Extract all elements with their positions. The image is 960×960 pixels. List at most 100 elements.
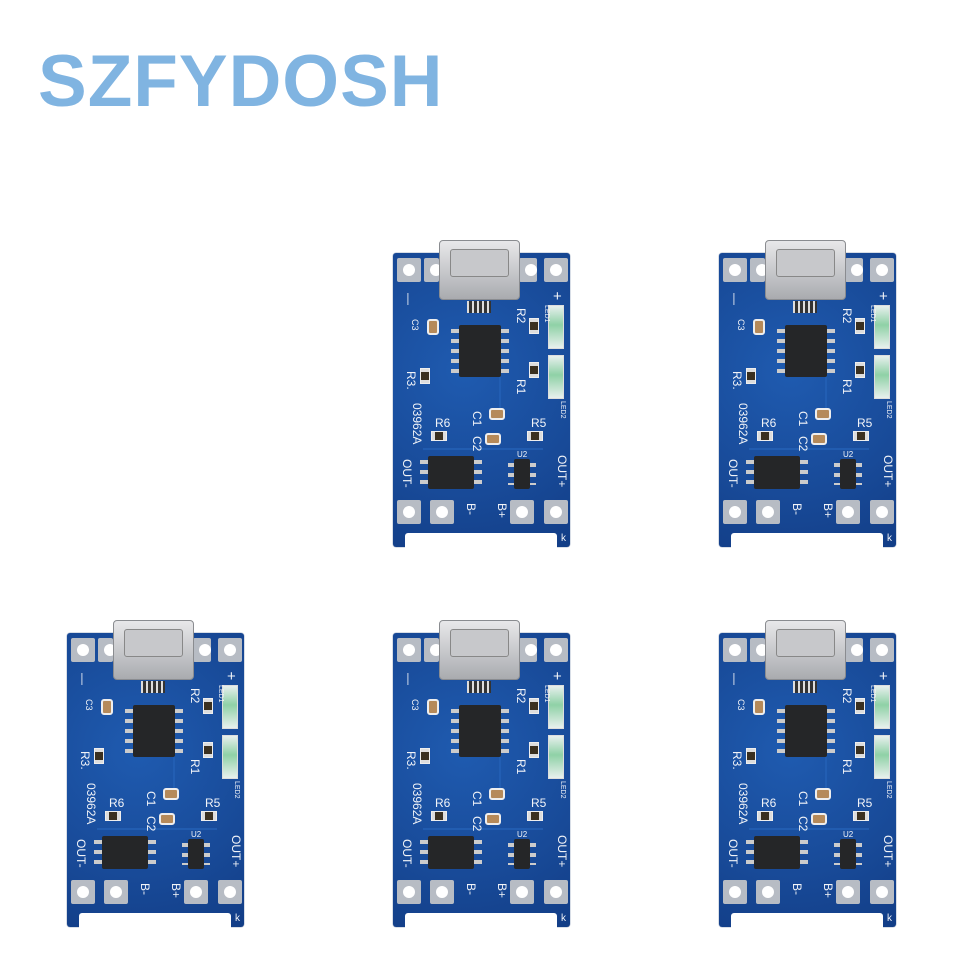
label-r5: R5 bbox=[531, 416, 547, 430]
usb-pins bbox=[467, 681, 491, 693]
mosfet-u2 bbox=[834, 839, 862, 869]
label-led2: LED2 bbox=[559, 401, 566, 419]
label-out-minus: OUT- bbox=[400, 839, 414, 868]
label-r3: R3. bbox=[730, 751, 744, 770]
label-k: k bbox=[561, 913, 566, 924]
pad-out-plus bbox=[870, 500, 894, 524]
pad-b-plus bbox=[510, 880, 534, 904]
label-led2: LED2 bbox=[233, 781, 240, 799]
capacitor-c2 bbox=[811, 433, 827, 445]
label-r1: R1 bbox=[840, 379, 854, 395]
label-c1: C1 bbox=[144, 791, 158, 807]
label-r1: R1 bbox=[514, 759, 528, 775]
label-b-plus: B+ bbox=[821, 503, 835, 519]
label-c1: C1 bbox=[796, 791, 810, 807]
micro-usb-connector bbox=[765, 240, 846, 300]
protection-ic bbox=[746, 456, 808, 489]
led1 bbox=[874, 305, 890, 349]
label-led1: LED1 bbox=[869, 685, 876, 703]
label-out-plus: OUT+ bbox=[555, 455, 569, 488]
led2 bbox=[874, 355, 890, 399]
capacitor-c1 bbox=[815, 788, 831, 800]
pad-top-right bbox=[870, 258, 894, 282]
label-minus: — bbox=[728, 673, 742, 685]
label-c3: C3 bbox=[410, 319, 420, 331]
capacitor-c1 bbox=[815, 408, 831, 420]
charger-ic bbox=[451, 705, 509, 757]
pad-top-left bbox=[397, 258, 421, 282]
trace bbox=[825, 753, 827, 798]
pad-usb-left bbox=[424, 638, 442, 662]
resistor-r5 bbox=[201, 811, 217, 821]
label-r3: R3. bbox=[730, 371, 744, 390]
label-c2: C2 bbox=[144, 816, 158, 832]
pad-b-minus bbox=[104, 880, 128, 904]
label-code: 03962A bbox=[84, 783, 98, 825]
label-led2: LED2 bbox=[885, 781, 892, 799]
label-led2: LED2 bbox=[559, 781, 566, 799]
pad-top-left bbox=[723, 638, 747, 662]
label-b-minus: B- bbox=[138, 883, 152, 895]
label-r6: R6 bbox=[109, 796, 125, 810]
label-r3: R3. bbox=[404, 371, 418, 390]
capacitor-c3 bbox=[753, 319, 765, 335]
pad-b-plus bbox=[836, 880, 860, 904]
charger-ic bbox=[125, 705, 183, 757]
charger-module-board: — + LED1 LED2 C3 R2 R1 R3. 03962A C1 C2 … bbox=[393, 240, 570, 549]
micro-usb-connector bbox=[113, 620, 194, 680]
label-led1: LED1 bbox=[543, 685, 550, 703]
trace bbox=[97, 828, 217, 830]
label-code: 03962A bbox=[736, 783, 750, 825]
capacitor-c2 bbox=[485, 813, 501, 825]
label-out-plus: OUT+ bbox=[881, 835, 895, 868]
label-k: k bbox=[887, 913, 892, 924]
pad-top-right bbox=[218, 638, 242, 662]
trace bbox=[499, 373, 501, 418]
pad-usb-left bbox=[424, 258, 442, 282]
label-r2: R2 bbox=[840, 688, 854, 704]
board-notch bbox=[405, 913, 557, 929]
pad-top-right bbox=[544, 258, 568, 282]
resistor-r2 bbox=[855, 698, 865, 714]
pad-out-plus bbox=[544, 500, 568, 524]
label-r2: R2 bbox=[514, 308, 528, 324]
charger-module-board: — + LED1 LED2 C3 R2 R1 R3. 03962A C1 C2 … bbox=[393, 620, 570, 929]
label-u2: U2 bbox=[517, 830, 528, 839]
pad-b-minus bbox=[430, 500, 454, 524]
resistor-r6 bbox=[431, 431, 447, 441]
label-u2: U2 bbox=[191, 830, 202, 839]
label-code: 03962A bbox=[410, 783, 424, 825]
pad-b-plus bbox=[510, 500, 534, 524]
resistor-r6 bbox=[757, 431, 773, 441]
label-plus: + bbox=[227, 668, 236, 685]
pad-usb-left bbox=[750, 258, 768, 282]
led2 bbox=[874, 735, 890, 779]
label-u2: U2 bbox=[517, 450, 528, 459]
resistor-r5 bbox=[527, 431, 543, 441]
micro-usb-connector bbox=[765, 620, 846, 680]
mosfet-u2 bbox=[508, 459, 536, 489]
pad-b-minus bbox=[756, 880, 780, 904]
capacitor-c3 bbox=[101, 699, 113, 715]
resistor-r1 bbox=[529, 362, 539, 378]
resistor-r6 bbox=[757, 811, 773, 821]
label-led1: LED1 bbox=[217, 685, 224, 703]
pad-top-left bbox=[397, 638, 421, 662]
protection-ic bbox=[420, 836, 482, 869]
label-r1: R1 bbox=[840, 759, 854, 775]
label-b-plus: B+ bbox=[169, 883, 183, 899]
charger-module-board: — + LED1 LED2 C3 R2 R1 R3. 03962A C1 C2 … bbox=[67, 620, 244, 929]
capacitor-c1 bbox=[489, 408, 505, 420]
label-c3: C3 bbox=[736, 699, 746, 711]
pad-out-minus bbox=[397, 500, 421, 524]
label-r6: R6 bbox=[435, 416, 451, 430]
label-u2: U2 bbox=[843, 830, 854, 839]
label-minus: — bbox=[402, 673, 416, 685]
trace bbox=[173, 753, 175, 798]
resistor-r1 bbox=[855, 362, 865, 378]
pad-b-plus bbox=[836, 500, 860, 524]
label-r3: R3. bbox=[78, 751, 92, 770]
resistor-r2 bbox=[203, 698, 213, 714]
resistor-r2 bbox=[529, 318, 539, 334]
resistor-r6 bbox=[105, 811, 121, 821]
